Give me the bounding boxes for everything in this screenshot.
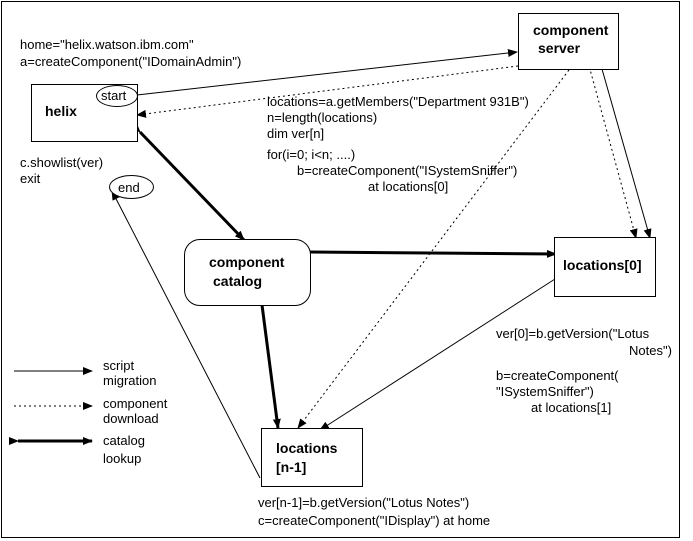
locations-0-node [554,237,656,297]
legend-dotted-label-2: download [103,411,159,426]
legend-solid-label-1: script [103,358,135,373]
script-loc0-line-3: b=createComponent( [496,368,619,383]
script-loc0-line-1: ver[0]=b.getVersion("Lotus [496,326,650,341]
locations-n1-label-1: locations [276,440,338,456]
script-show-line-2: exit [20,171,41,186]
legend-dotted-label-1: component [103,396,168,411]
lookup-catalog-loc0 [300,247,557,258]
script-locn1-line-1: ver[n-1]=b.getVersion("Lotus Notes") [258,495,470,510]
script-loop-line-3: dim ver[n] [267,126,325,141]
start-label: start [101,88,127,103]
download-server-to-locn1 [297,61,576,429]
script-home-line-1: home="helix.watson.ibm.com" [20,37,194,52]
download-server-to-helix [136,65,519,118]
migration-helix-to-server [136,49,518,96]
locations-n1-node [261,428,363,487]
script-loop-line-2: n=length(locations) [267,110,378,125]
legend-solid-label-2: migration [103,373,157,388]
component-catalog-label-2: catalog [213,273,263,289]
legend-thick-label-1: catalog [103,433,145,448]
migration-server-to-loc0 [599,61,652,239]
script-home-line-2: a=createComponent("IDomainAdmin") [20,54,242,69]
script-loc0-line-2: Notes") [629,343,672,358]
end-label: end [118,180,140,195]
locations-n1-label-2: [n-1] [276,459,307,475]
script-loop-line-6: at locations[0] [368,179,449,194]
script-loop-line-4: for(i=0; i<n; ....) [267,147,356,162]
component-catalog-label-1: component [209,254,285,270]
script-loc0-line-4: "ISystemSniffer") [496,384,594,399]
script-loop-line-1: locations=a.getMembers("Department 931B"… [267,94,529,109]
component-server-node [518,13,619,70]
lookup-helix-catalog [130,122,246,242]
helix-label: helix [45,103,77,119]
script-loc0-line-5: at locations[1] [531,400,612,415]
migration-loc0-to-locn1 [319,278,556,431]
component-server-label-2: server [538,40,581,56]
component-catalog-node [184,239,311,306]
script-locn1-line-2: c=createComponent("IDisplay") at home [258,513,491,528]
lookup-catalog-locn1 [256,295,281,429]
legend-thick-label-2: lookup [103,451,142,466]
component-server-label-1: component [533,22,609,38]
script-loop-line-5: b=createComponent("ISystemSniffer") [297,163,518,178]
locations-0-label: locations[0] [563,257,642,273]
script-show-line-1: c.showlist(ver) [20,155,104,170]
end-marker [109,175,154,199]
start-marker [96,85,138,107]
diagram-frame [1,1,680,538]
download-server-to-loc0 [587,61,638,239]
